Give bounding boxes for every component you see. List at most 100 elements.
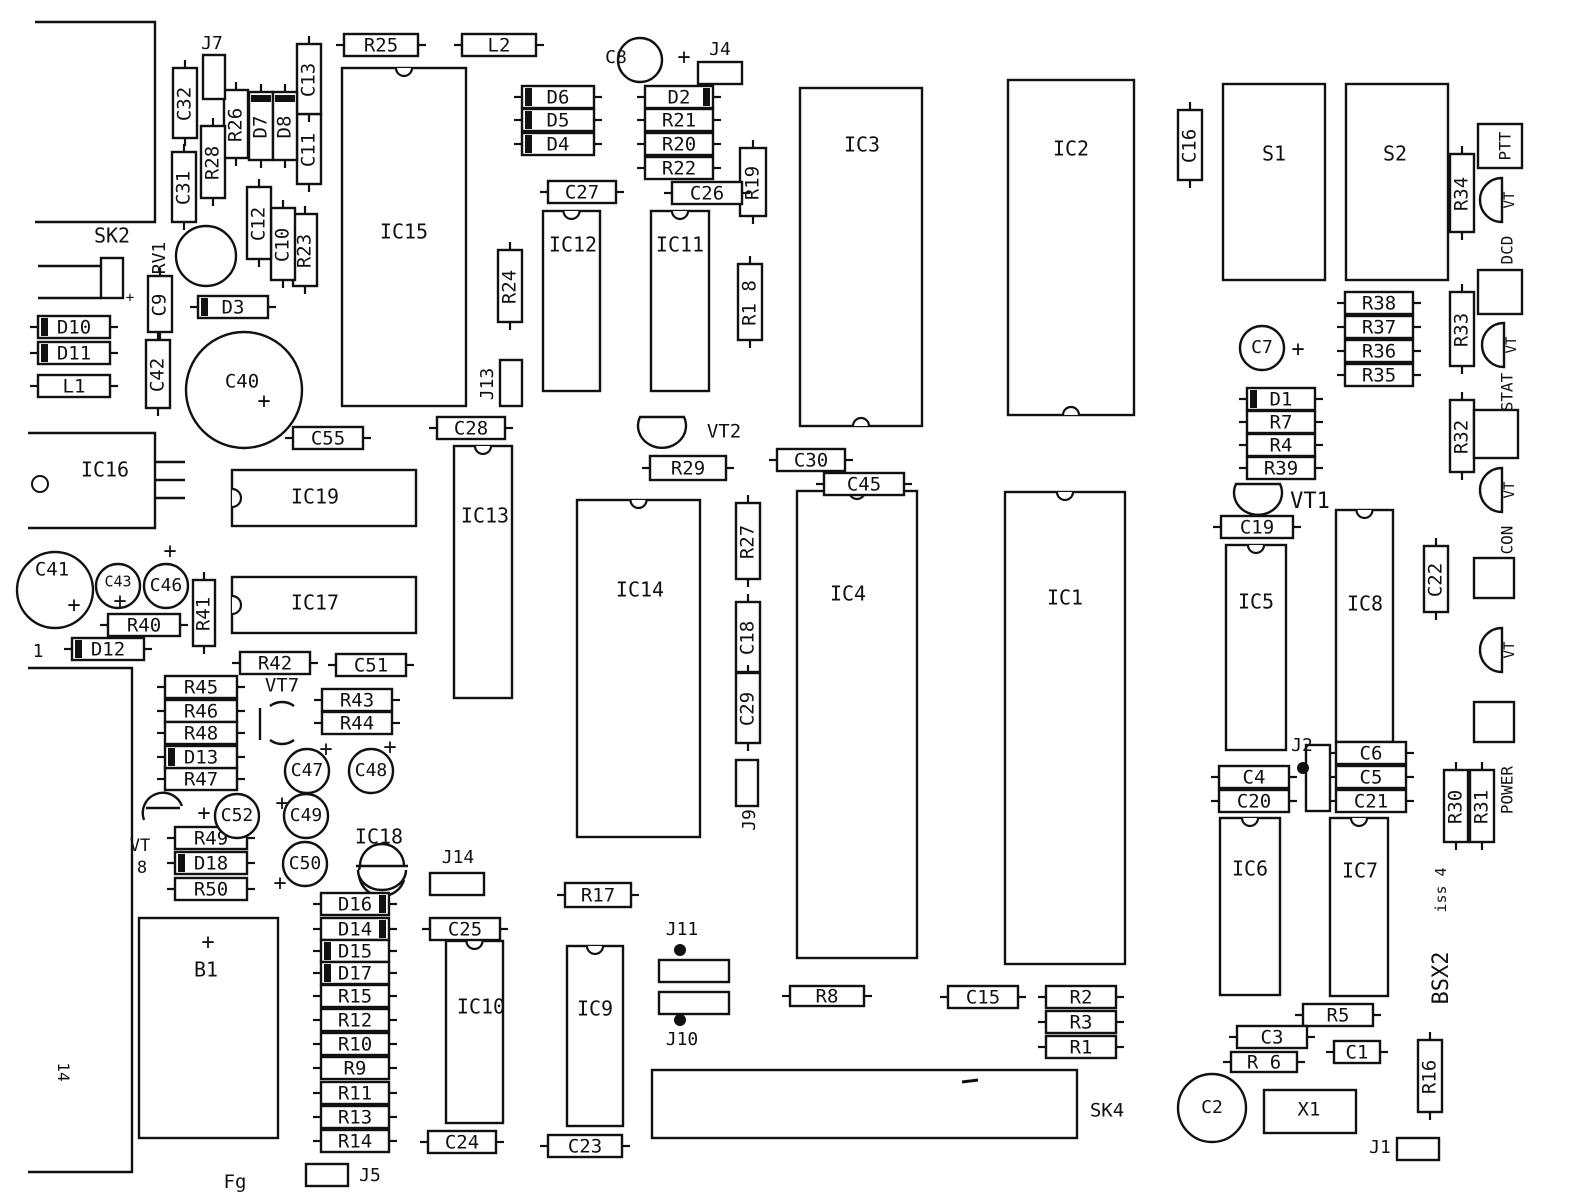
resistor-r8: R8 bbox=[782, 984, 872, 1008]
battery-b1: +B1 bbox=[137, 916, 280, 1140]
capacitor-c13: C13 bbox=[295, 36, 323, 122]
electrolytic-c50: +C50 bbox=[273, 840, 329, 896]
resistor-r32: R32 bbox=[1448, 392, 1476, 480]
resistor-r20: R20 bbox=[637, 131, 721, 157]
capacitor-c19: C19 bbox=[1213, 514, 1301, 540]
diode-d2: D2 bbox=[637, 84, 721, 110]
resistor-r45-label: R45 bbox=[184, 677, 218, 699]
jumper-j10[interactable]: J10 bbox=[657, 990, 731, 1050]
capacitor-c26-label: C26 bbox=[690, 183, 724, 205]
capacitor-c15: C15 bbox=[940, 984, 1026, 1010]
c43-plus: + bbox=[113, 589, 126, 614]
c52-label: C52 bbox=[221, 805, 254, 826]
capacitor-c28: C28 bbox=[429, 415, 513, 441]
electrolytic-c7: +C7 bbox=[1238, 324, 1305, 372]
diode-d10-label: D10 bbox=[57, 317, 91, 339]
switch-s1[interactable]: S1 bbox=[1221, 82, 1327, 282]
c47-label: C47 bbox=[291, 760, 324, 781]
capacitor-c42-label: C42 bbox=[147, 358, 169, 392]
ic-ic8-label: IC8 bbox=[1347, 592, 1383, 616]
jumper-j14[interactable]: J14 bbox=[428, 847, 486, 897]
ic-ic9-label: IC9 bbox=[577, 997, 613, 1021]
diode-d15: D15 bbox=[313, 938, 397, 964]
resistor-r6-label: R 6 bbox=[1247, 1052, 1281, 1074]
diode-d17-label: D17 bbox=[338, 963, 372, 985]
diode-d13: D13 bbox=[157, 744, 245, 770]
resistor-r11: R11 bbox=[313, 1080, 397, 1106]
electrolytic-c52: +C52 bbox=[197, 792, 261, 840]
resistor-r47: R47 bbox=[157, 766, 245, 792]
resistor-r21: R21 bbox=[637, 107, 721, 133]
capacitor-c5: C5 bbox=[1328, 764, 1414, 790]
resistor-r31: R31 bbox=[1468, 762, 1496, 850]
ic-ic3-label: IC3 bbox=[844, 133, 880, 157]
c2-label: C2 bbox=[1201, 1097, 1223, 1118]
capacitor-c6: C6 bbox=[1328, 740, 1414, 766]
capacitor-c12: C12 bbox=[245, 179, 273, 267]
c48-plus: + bbox=[383, 735, 396, 760]
jumper-j5[interactable]: J5 bbox=[304, 1162, 381, 1188]
ic-ic16: IC16 bbox=[81, 458, 129, 482]
led-con-label: CON bbox=[1498, 526, 1517, 555]
capacitor-c20: C20 bbox=[1211, 788, 1297, 814]
electrolytic-c46: +C46 bbox=[142, 539, 190, 610]
capacitor-c15-label: C15 bbox=[966, 987, 1000, 1009]
ic-ic9: IC9 bbox=[565, 944, 625, 1128]
resistor-r24-label: R24 bbox=[499, 270, 521, 304]
j1-label: J1 bbox=[1369, 1137, 1391, 1158]
diode-d5: D5 bbox=[514, 107, 602, 133]
jumper-j7[interactable]: J7 bbox=[201, 33, 227, 101]
capacitor-c9-label: C9 bbox=[149, 294, 171, 317]
switch-s2[interactable]: S2 bbox=[1344, 82, 1450, 282]
jumper-j11[interactable]: J11 bbox=[657, 919, 731, 984]
capacitor-c28-label: C28 bbox=[454, 418, 488, 440]
resistor-r7: R7 bbox=[1239, 409, 1323, 435]
ic-ic14: IC14 bbox=[575, 498, 702, 839]
ic-ic14-label: IC14 bbox=[616, 578, 664, 602]
capacitor-c29: C29 bbox=[734, 665, 762, 751]
resistor-r17: R17 bbox=[557, 881, 639, 909]
capacitor-c9: C9 bbox=[146, 268, 174, 340]
jumper-j9[interactable]: J9 bbox=[734, 758, 760, 831]
capacitor-c3-label: C3 bbox=[1261, 1027, 1284, 1049]
electrolytic-c41: +C41 bbox=[15, 550, 95, 630]
resistor-r12: R12 bbox=[313, 1007, 397, 1033]
resistor-r38-label: R38 bbox=[1362, 293, 1396, 315]
jumper-j4[interactable]: J4 bbox=[696, 39, 744, 86]
resistor-r18: R1 8 bbox=[736, 256, 764, 348]
resistor-r24: R24 bbox=[496, 242, 524, 330]
jumper-j2[interactable]: J2 bbox=[1291, 735, 1332, 813]
electrolytic-c47: +C47 bbox=[283, 737, 333, 795]
resistor-r1: R1 bbox=[1038, 1034, 1124, 1060]
s2-label: S2 bbox=[1383, 142, 1407, 166]
connector-sk4: SK4 bbox=[650, 1068, 1124, 1140]
jumper-j1[interactable]: J1 bbox=[1369, 1136, 1441, 1162]
capacitor-c31: C31 bbox=[170, 144, 198, 230]
diode-d1: D1 bbox=[1239, 386, 1323, 412]
capacitor-c27: C27 bbox=[540, 179, 624, 205]
diode-d4: D4 bbox=[514, 131, 602, 157]
diode-d17: D17 bbox=[313, 960, 397, 986]
resistor-r3-label: R3 bbox=[1070, 1012, 1093, 1034]
potentiometer-rv1[interactable]: RV1 bbox=[149, 224, 238, 288]
resistor-r14-label: R14 bbox=[338, 1131, 372, 1153]
jumper-j13[interactable]: J13 bbox=[477, 358, 524, 408]
c46-label: C46 bbox=[150, 575, 183, 596]
diode-d14-label: D14 bbox=[338, 919, 372, 941]
resistor-r6: R 6 bbox=[1223, 1050, 1305, 1074]
diode-d8-label: D8 bbox=[274, 116, 296, 139]
sk4-label: SK4 bbox=[1090, 1100, 1124, 1122]
ic-ic7-label: IC7 bbox=[1342, 859, 1378, 883]
resistor-r17-label: R17 bbox=[581, 885, 615, 907]
resistor-r23-label: R23 bbox=[294, 234, 316, 268]
capacitor-c25-label: C25 bbox=[448, 919, 482, 941]
j2-label: J2 bbox=[1291, 735, 1313, 756]
resistor-r34-label: R34 bbox=[1451, 177, 1473, 211]
crystal-x1: X1 bbox=[1262, 1088, 1358, 1135]
ic-ic18-label: IC18 bbox=[355, 825, 403, 849]
sk2-label: SK2 bbox=[94, 224, 130, 248]
resistor-r44: R44 bbox=[314, 710, 400, 736]
